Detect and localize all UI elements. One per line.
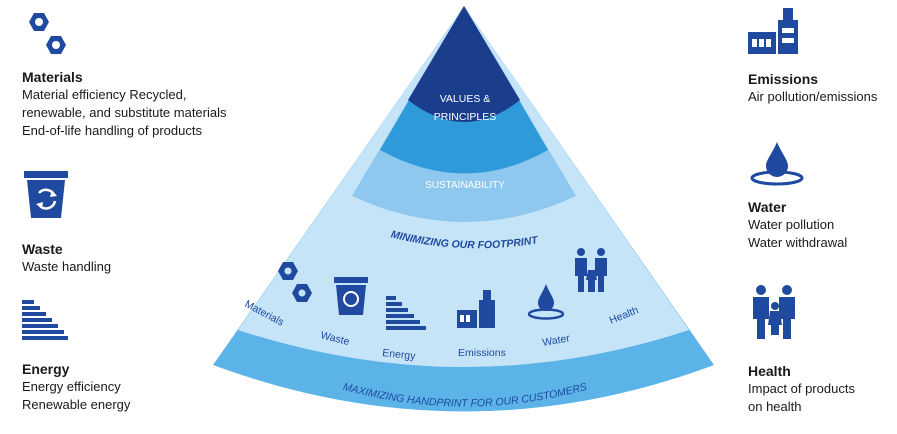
energy-title: Energy [22, 361, 70, 377]
water-drop-icon [750, 142, 804, 186]
hexagon-nuts-icon [29, 13, 66, 54]
materials-line-3: End-of-life handling of products [22, 123, 202, 138]
materials-title: Materials [22, 69, 83, 85]
health-title: Health [748, 363, 791, 379]
sustainability-text: SUSTAINABILITY [425, 180, 505, 191]
water-title: Water [748, 199, 787, 215]
waste-block: Waste Waste handling [22, 240, 222, 276]
waste-title: Waste [22, 241, 63, 257]
values-band [408, 6, 520, 122]
materials-line-1: Material efficiency Recycled, [22, 87, 187, 102]
materials-line-2: renewable, and substitute materials [22, 105, 227, 120]
energy-bars-icon [22, 300, 68, 340]
pyramid-label-emissions: Emissions [458, 347, 506, 359]
waste-line-1: Waste handling [22, 259, 112, 274]
health-line-2: on health [748, 399, 802, 414]
materials-block: Materials Material efficiency Recycled, … [22, 68, 272, 140]
water-line-2: Water withdrawal [748, 235, 848, 250]
pyramid-label-water: Water [541, 332, 571, 349]
pyramid-materials-icon [278, 262, 312, 302]
health-block: Health Impact of products on health [748, 362, 897, 416]
pyramid-waste-icon [334, 277, 368, 315]
energy-block: Energy Energy efficiency Renewable energ… [22, 360, 222, 414]
factory-icon [748, 8, 798, 54]
water-line-1: Water pollution [748, 217, 835, 232]
emissions-title: Emissions [748, 71, 819, 87]
values-text-1: VALUES & [440, 93, 491, 105]
health-line-1: Impact of products [748, 381, 855, 396]
recycle-bin-icon [24, 171, 68, 218]
pyramid-label-energy: Energy [382, 347, 417, 362]
water-block: Water Water pollution Water withdrawal [748, 198, 897, 252]
family-icon [753, 285, 795, 339]
pyramid-health-icon [575, 248, 607, 292]
energy-line-1: Energy efficiency [22, 379, 121, 394]
emissions-block: Emissions Air pollution/emissions [748, 70, 897, 106]
emissions-line-1: Air pollution/emissions [748, 89, 878, 104]
pyramid-emissions-icon [457, 290, 495, 328]
energy-line-2: Renewable energy [22, 397, 131, 412]
values-text-2: PRINCIPLES [434, 111, 496, 123]
pyramid-energy-icon [386, 296, 426, 330]
pyramid-water-icon [527, 284, 565, 320]
